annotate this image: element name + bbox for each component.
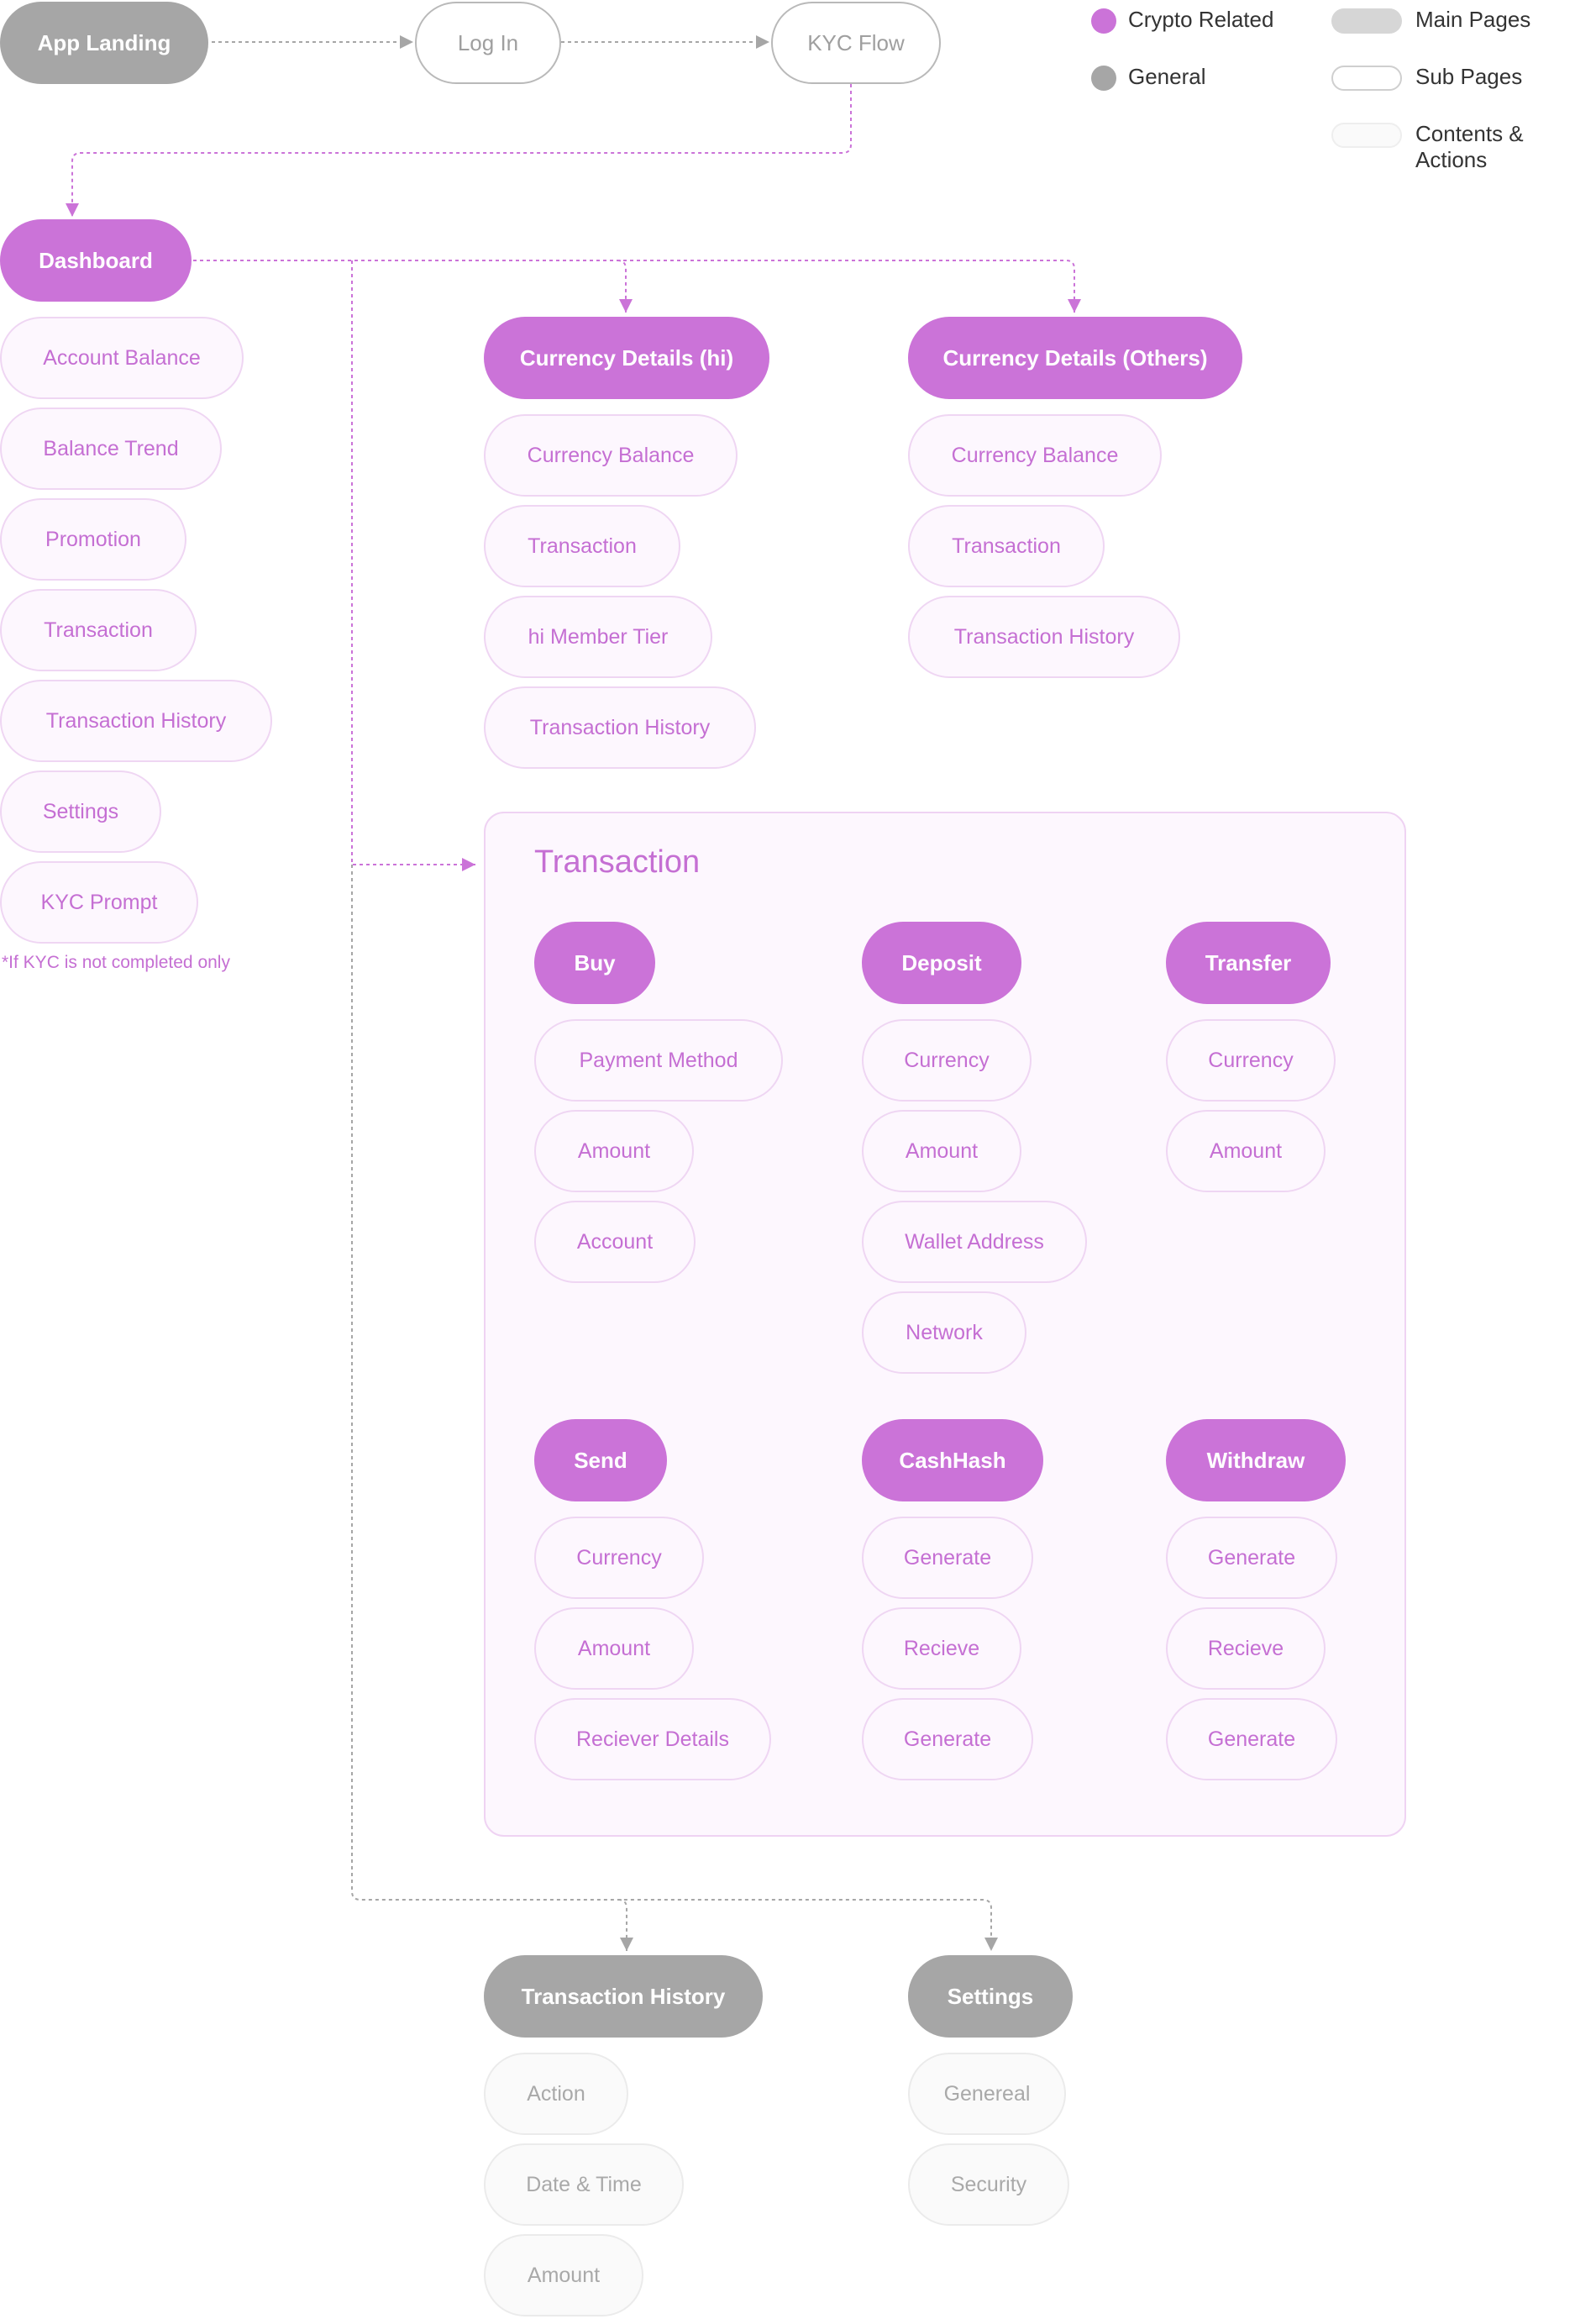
withdraw-item-recieve[interactable]: Recieve xyxy=(1166,1607,1326,1690)
transaction-group-title: Transaction xyxy=(534,844,701,880)
withdraw-node[interactable]: Withdraw xyxy=(1166,1419,1346,1501)
dashboard-item-transaction-history[interactable]: Transaction History xyxy=(0,680,272,762)
currency-others-item-transaction[interactable]: Transaction xyxy=(908,505,1105,587)
buy-item-account[interactable]: Account xyxy=(534,1201,696,1283)
kyc-flow-node[interactable]: KYC Flow xyxy=(771,2,941,84)
legend-main-pages-label: Main Pages xyxy=(1415,7,1531,32)
currency-details-hi-node[interactable]: Currency Details (hi) xyxy=(484,317,769,399)
dashboard-item-account-balance[interactable]: Account Balance xyxy=(0,317,244,399)
legend-sub-pages-swatch xyxy=(1331,66,1402,91)
cashhash-node[interactable]: CashHash xyxy=(862,1419,1043,1501)
transfer-item-amount[interactable]: Amount xyxy=(1166,1110,1326,1192)
buy-item-amount[interactable]: Amount xyxy=(534,1110,694,1192)
deposit-item-network[interactable]: Network xyxy=(862,1291,1026,1374)
legend-contents-swatch xyxy=(1331,123,1402,148)
currency-hi-item-transaction-history[interactable]: Transaction History xyxy=(484,686,756,769)
transaction-history-item-amount[interactable]: Amount xyxy=(484,2234,643,2316)
currency-hi-item-member-tier[interactable]: hi Member Tier xyxy=(484,596,712,678)
dashboard-item-settings[interactable]: Settings xyxy=(0,770,161,853)
connector-to-transaction-history xyxy=(617,1899,633,1951)
settings-node[interactable]: Settings xyxy=(908,1955,1073,2038)
deposit-item-amount[interactable]: Amount xyxy=(862,1110,1021,1192)
cashhash-item-recieve[interactable]: Recieve xyxy=(862,1607,1021,1690)
connector-dashboard-general xyxy=(351,865,998,1951)
currency-others-item-balance[interactable]: Currency Balance xyxy=(908,414,1162,497)
withdraw-item-generate-2[interactable]: Generate xyxy=(1166,1698,1337,1780)
cashhash-item-generate-2[interactable]: Generate xyxy=(862,1698,1033,1780)
deposit-node[interactable]: Deposit xyxy=(862,922,1021,1004)
log-in-node[interactable]: Log In xyxy=(415,2,561,84)
dashboard-item-balance-trend[interactable]: Balance Trend xyxy=(0,408,222,490)
currency-others-item-transaction-history[interactable]: Transaction History xyxy=(908,596,1180,678)
currency-hi-item-transaction[interactable]: Transaction xyxy=(484,505,680,587)
currency-details-others-node[interactable]: Currency Details (Others) xyxy=(908,317,1242,399)
currency-hi-item-balance[interactable]: Currency Balance xyxy=(484,414,738,497)
send-node[interactable]: Send xyxy=(534,1419,667,1501)
deposit-item-wallet-address[interactable]: Wallet Address xyxy=(862,1201,1087,1283)
dashboard-item-transaction[interactable]: Transaction xyxy=(0,589,197,671)
legend-crypto-swatch xyxy=(1091,8,1116,34)
legend-contents-label: Contents & Actions xyxy=(1415,121,1524,172)
cashhash-item-generate[interactable]: Generate xyxy=(862,1517,1033,1599)
settings-item-security[interactable]: Security xyxy=(908,2143,1069,2226)
buy-item-payment-method[interactable]: Payment Method xyxy=(534,1019,783,1102)
legend-main-pages-swatch xyxy=(1331,8,1402,34)
legend-general-swatch xyxy=(1091,66,1116,91)
send-item-currency[interactable]: Currency xyxy=(534,1517,704,1599)
legend-general-label: General xyxy=(1128,64,1206,89)
connector-dashboard-currency-hi xyxy=(617,260,633,313)
connector-dashboard-trunk xyxy=(193,260,1081,313)
app-landing-node[interactable]: App Landing xyxy=(0,2,208,84)
transaction-history-item-action[interactable]: Action xyxy=(484,2053,628,2135)
legend-sub-pages-label: Sub Pages xyxy=(1415,64,1523,89)
send-item-amount[interactable]: Amount xyxy=(534,1607,694,1690)
dashboard-item-kyc-prompt[interactable]: KYC Prompt xyxy=(0,861,198,944)
buy-node[interactable]: Buy xyxy=(534,922,655,1004)
transaction-history-node[interactable]: Transaction History xyxy=(484,1955,763,2038)
connector-kyc-dashboard xyxy=(66,84,852,217)
transfer-item-currency[interactable]: Currency xyxy=(1166,1019,1336,1102)
connector-dashboard-transaction xyxy=(351,260,475,871)
send-item-reciever-details[interactable]: Reciever Details xyxy=(534,1698,771,1780)
transfer-node[interactable]: Transfer xyxy=(1166,922,1331,1004)
settings-item-general[interactable]: Genereal xyxy=(908,2053,1066,2135)
withdraw-item-generate[interactable]: Generate xyxy=(1166,1517,1337,1599)
dashboard-node[interactable]: Dashboard xyxy=(0,219,192,302)
transaction-history-item-date-time[interactable]: Date & Time xyxy=(484,2143,684,2226)
dashboard-item-promotion[interactable]: Promotion xyxy=(0,498,186,581)
legend-crypto-label: Crypto Related xyxy=(1128,7,1274,32)
deposit-item-currency[interactable]: Currency xyxy=(862,1019,1032,1102)
kyc-note: *If KYC is not completed only xyxy=(2,953,230,972)
